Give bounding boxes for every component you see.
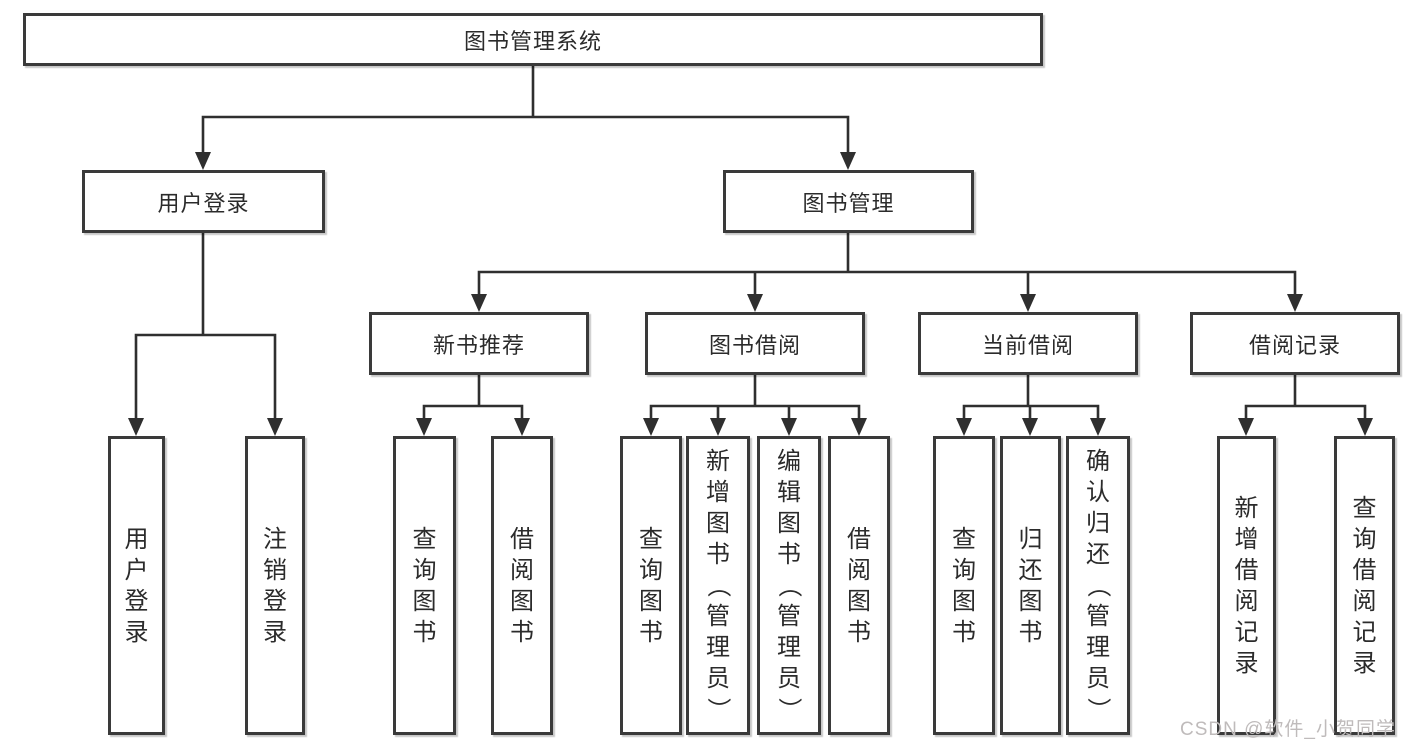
- node-book-mgmt: 图书管理: [723, 170, 974, 233]
- node-leaf-add-borrow-record-label: 新增借阅记录: [1234, 494, 1259, 677]
- arrowheads-book-mgmt-to-level3: [471, 294, 1303, 312]
- node-new-book-rec-label: 新书推荐: [432, 332, 525, 358]
- node-borrow-records: 借阅记录: [1190, 312, 1400, 375]
- edge-borrow-records-to-leaves: [1244, 373, 1367, 421]
- node-leaf-borrow-books-rec: 借阅图书: [491, 436, 553, 735]
- node-leaf-add-book: 新增图书（管理员）: [686, 436, 750, 735]
- node-leaf-logout-label: 注销登录: [263, 525, 287, 646]
- arrowheads-user-login-to-leaves: [128, 418, 283, 436]
- arrowheads-new-book-rec-to-leaves: [416, 418, 530, 436]
- node-user-login-group: 用户登录: [82, 170, 325, 233]
- edge-book-mgmt-to-level3: [477, 231, 1297, 297]
- node-leaf-confirm-return-label: 确认归还（管理员）: [1084, 448, 1112, 722]
- node-root-label: 图书管理系统: [463, 28, 602, 54]
- edge-root-to-level2: [201, 64, 850, 155]
- node-leaf-confirm-return: 确认归还（管理员）: [1066, 436, 1130, 735]
- node-root-system: 图书管理系统: [23, 13, 1043, 66]
- node-current-borrow: 当前借阅: [918, 312, 1138, 375]
- node-leaf-add-borrow-record: 新增借阅记录: [1217, 436, 1276, 735]
- node-leaf-query-books-rec-label: 查询图书: [412, 525, 437, 646]
- node-new-book-rec: 新书推荐: [369, 312, 589, 375]
- node-current-borrow-label: 当前借阅: [981, 332, 1074, 358]
- node-leaf-return-book: 归还图书: [1000, 436, 1061, 735]
- node-leaf-return-book-label: 归还图书: [1018, 525, 1043, 646]
- node-leaf-user-login: 用户登录: [108, 436, 165, 735]
- node-leaf-edit-book: 编辑图书（管理员）: [757, 436, 821, 735]
- node-borrow-records-label: 借阅记录: [1248, 332, 1341, 358]
- node-leaf-borrow-books-borrow-label: 借阅图书: [847, 525, 871, 646]
- arrowheads-root-to-level2: [195, 152, 856, 170]
- node-leaf-logout: 注销登录: [245, 436, 305, 735]
- node-book-borrow-label: 图书借阅: [708, 332, 801, 358]
- node-leaf-user-login-label: 用户登录: [124, 525, 149, 646]
- node-leaf-borrow-books-rec-label: 借阅图书: [510, 525, 534, 646]
- edge-current-borrow-to-leaves: [962, 373, 1100, 421]
- node-leaf-query-books-borrow: 查询图书: [620, 436, 682, 735]
- node-leaf-query-borrow-record-label: 查询借阅记录: [1352, 494, 1377, 677]
- arrowheads-book-borrow-to-leaves: [643, 418, 867, 436]
- node-leaf-add-book-label: 新增图书（管理员）: [704, 448, 732, 722]
- edge-book-borrow-to-leaves: [649, 373, 861, 421]
- node-leaf-query-books-borrow-label: 查询图书: [639, 525, 663, 646]
- node-leaf-query-books-current-label: 查询图书: [952, 525, 976, 646]
- csdn-watermark: CSDN @软件_小贺同学: [1180, 719, 1396, 740]
- edge-new-book-rec-to-leaves: [422, 373, 524, 421]
- node-book-borrow: 图书借阅: [645, 312, 865, 375]
- arrowheads-current-borrow-to-leaves: [956, 418, 1106, 436]
- node-leaf-edit-book-label: 编辑图书（管理员）: [775, 448, 803, 722]
- edge-user-login-to-leaves: [134, 231, 277, 421]
- node-leaf-query-books-current: 查询图书: [933, 436, 995, 735]
- node-user-login-group-label: 用户登录: [157, 190, 250, 216]
- node-book-mgmt-label: 图书管理: [802, 190, 895, 216]
- node-leaf-query-borrow-record: 查询借阅记录: [1334, 436, 1395, 735]
- arrowheads-borrow-records-to-leaves: [1238, 418, 1373, 436]
- node-leaf-query-books-rec: 查询图书: [393, 436, 456, 735]
- node-leaf-borrow-books-borrow: 借阅图书: [828, 436, 890, 735]
